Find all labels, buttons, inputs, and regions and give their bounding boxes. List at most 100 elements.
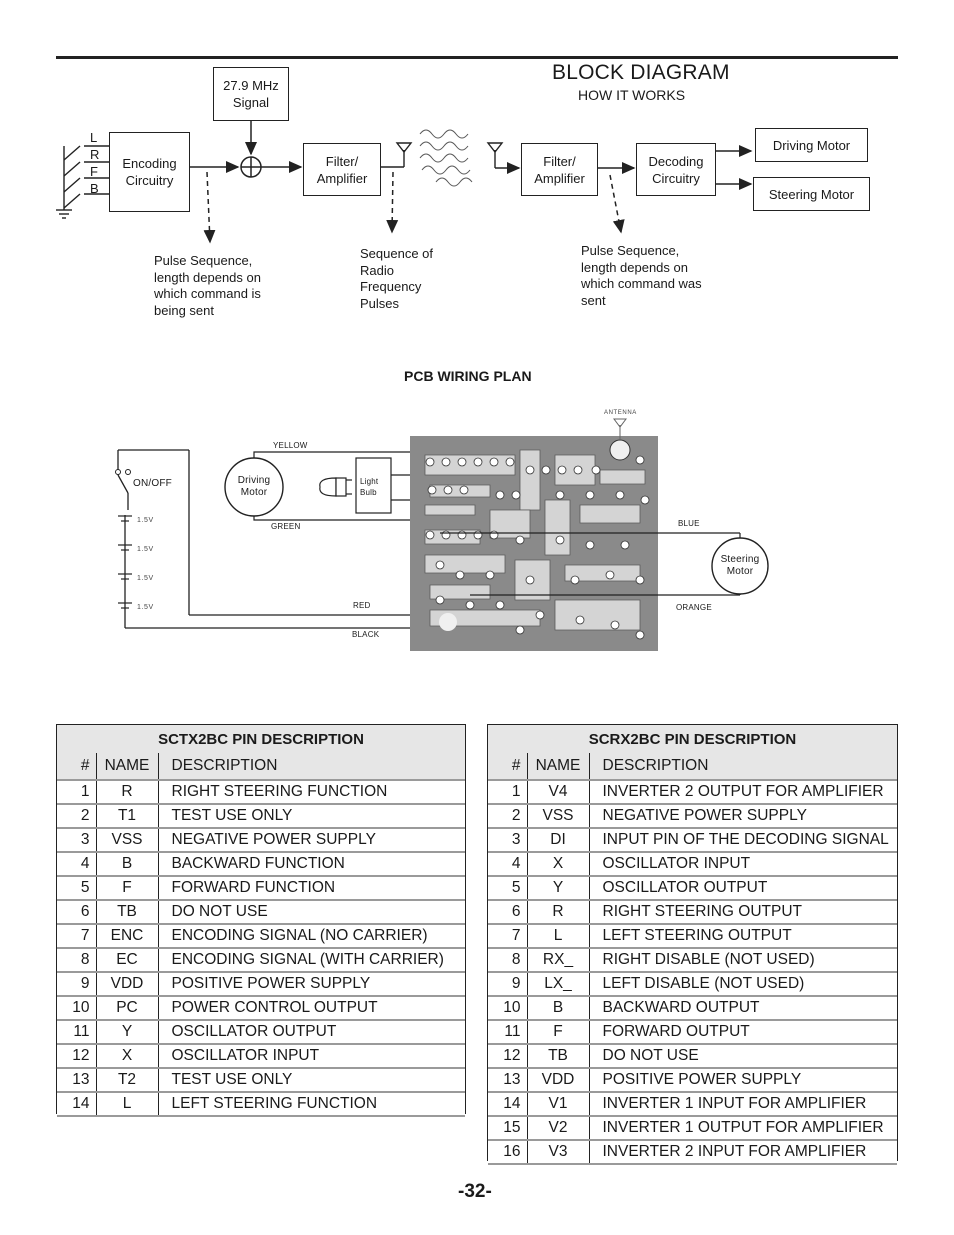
pin-number: 2 [488,804,527,828]
pin-number: 1 [57,780,96,804]
pin-name: B [96,852,158,876]
pin-description: LEFT STEERING OUTPUT [589,924,897,948]
pin-name: R [527,900,589,924]
table-row: 5FFORWARD FUNCTION [57,876,465,900]
pin-name: LX_ [527,972,589,996]
pin-name: VSS [96,828,158,852]
pin-description: FORWARD FUNCTION [158,876,465,900]
rx-col-number: # [488,753,527,780]
pin-number: 11 [488,1020,527,1044]
pin-description: NEGATIVE POWER SUPPLY [589,804,897,828]
pin-name: V4 [527,780,589,804]
pin-description: ENCODING SIGNAL (WITH CARRIER) [158,948,465,972]
wire-orange-label: ORANGE [676,603,712,612]
table-row: 3VSSNEGATIVE POWER SUPPLY [57,828,465,852]
pin-description: TEST USE ONLY [158,804,465,828]
pin-description: LEFT DISABLE (NOT USED) [589,972,897,996]
pin-description: TEST USE ONLY [158,1068,465,1092]
rx-col-name: NAME [527,753,589,780]
pin-number: 3 [57,828,96,852]
pin-number: 2 [57,804,96,828]
pin-number: 4 [488,852,527,876]
tx-antenna-icon [381,143,411,167]
pin-description: BACKWARD OUTPUT [589,996,897,1020]
pin-description: FORWARD OUTPUT [589,1020,897,1044]
pin-number: 4 [57,852,96,876]
pin-name: TB [527,1044,589,1068]
rx-filter-amplifier-box: Filter/ Amplifier [521,143,598,196]
pin-number: 13 [488,1068,527,1092]
table-row: 2T1TEST USE ONLY [57,804,465,828]
table-row: 8RX_RIGHT DISABLE (NOT USED) [488,948,897,972]
command-switches [56,146,110,218]
pin-number: 12 [57,1044,96,1068]
pin-name: V2 [527,1116,589,1140]
wire-yellow-label: YELLOW [273,441,308,450]
pin-number: 11 [57,1020,96,1044]
pin-name: R [96,780,158,804]
pin-name: B [527,996,589,1020]
tx-pin-table-frame: SCTX2BC PIN DESCRIPTION # NAME DESCRIPTI… [56,724,466,1114]
steering-motor-label: Steering Motor [718,554,762,578]
pin-description: INPUT PIN OF THE DECODING SIGNAL [589,828,897,852]
pin-number: 9 [57,972,96,996]
light-bulb-icon [320,478,336,496]
note-rx-pulse-sequence: Pulse Sequence, length depends on which … [581,243,706,309]
rx-filter-box-label: Filter/ Amplifier [522,153,597,187]
pin-number: 6 [488,900,527,924]
pin-number: 8 [57,948,96,972]
pin-name: Y [527,876,589,900]
note-rf-pulses: Sequence of Radio Frequency Pulses [360,246,435,312]
pin-description: OSCILLATOR INPUT [158,1044,465,1068]
pin-number: 14 [488,1092,527,1116]
pin-description: INVERTER 1 INPUT FOR AMPLIFIER [589,1092,897,1116]
pin-description: DO NOT USE [589,1044,897,1068]
note-tx-pulse-sequence: Pulse Sequence, length depends on which … [154,253,279,319]
pin-name: X [96,1044,158,1068]
battery-label-4: 1.5V [137,604,154,611]
tx-filter-box-label: Filter/ Amplifier [304,153,380,187]
encoding-box-label: Encoding Circuitry [110,155,189,189]
pin-number: 13 [57,1068,96,1092]
pin-name: T2 [96,1068,158,1092]
pcb-antenna-pad [610,440,630,460]
tx-col-description: DESCRIPTION [158,753,465,780]
pcb-hole [439,613,457,631]
pin-number: 5 [488,876,527,900]
pcb-wiring-title: PCB WIRING PLAN [404,368,532,384]
tx-filter-amplifier-box: Filter/ Amplifier [303,143,381,196]
pin-number: 10 [57,996,96,1020]
pin-description: POWER CONTROL OUTPUT [158,996,465,1020]
switch-label-b: B [90,181,99,196]
pin-number: 3 [488,828,527,852]
rx-pin-table-frame: SCRX2BC PIN DESCRIPTION # NAME DESCRIPTI… [487,724,898,1161]
table-row: 3DIINPUT PIN OF THE DECODING SIGNAL [488,828,897,852]
pin-number: 1 [488,780,527,804]
battery-label-2: 1.5V [137,546,154,553]
rx-pin-table: SCRX2BC PIN DESCRIPTION # NAME DESCRIPTI… [488,725,897,1165]
wire-red-label: RED [353,601,371,610]
table-row: 8ECENCODING SIGNAL (WITH CARRIER) [57,948,465,972]
table-row: 5YOSCILLATOR OUTPUT [488,876,897,900]
driving-motor-box-label: Driving Motor [773,137,850,154]
decoding-box-label: Decoding Circuitry [637,153,715,187]
tx-col-number: # [57,753,96,780]
pin-number: 6 [57,900,96,924]
light-bulb-label: Light Bulb [360,476,388,498]
battery-label-3: 1.5V [137,575,154,582]
wire-blue-label: BLUE [678,519,700,528]
table-row: 11FFORWARD OUTPUT [488,1020,897,1044]
table-row: 13T2TEST USE ONLY [57,1068,465,1092]
antenna-label: ANTENNA [604,410,637,416]
block-diagram-lines [0,0,954,700]
pin-number: 9 [488,972,527,996]
pin-description: OSCILLATOR INPUT [589,852,897,876]
